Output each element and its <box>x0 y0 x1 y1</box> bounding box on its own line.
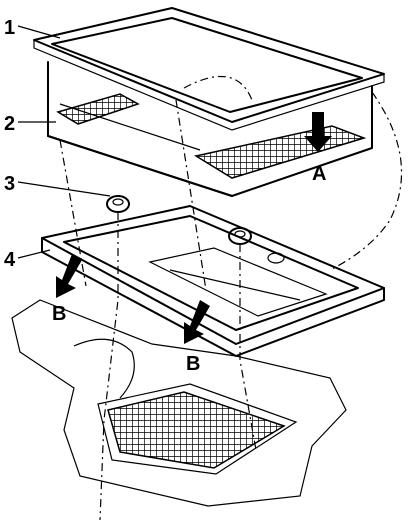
arrow-b-left <box>56 254 82 298</box>
arrow-a <box>304 112 332 152</box>
callout-1: 1 <box>4 17 15 39</box>
callout-3: 3 <box>4 173 15 195</box>
arrow-b-right <box>184 300 210 344</box>
leader-lines <box>17 25 111 259</box>
label-a: A <box>312 163 326 185</box>
label-b-left: B <box>52 303 66 325</box>
transmission-housing <box>11 299 347 507</box>
label-b-right: B <box>186 353 200 375</box>
alignment-lines <box>59 75 403 521</box>
gasket-frame <box>33 7 385 131</box>
callout-2: 2 <box>4 113 15 135</box>
callout-4: 4 <box>4 249 16 271</box>
oil-pan <box>41 205 385 357</box>
